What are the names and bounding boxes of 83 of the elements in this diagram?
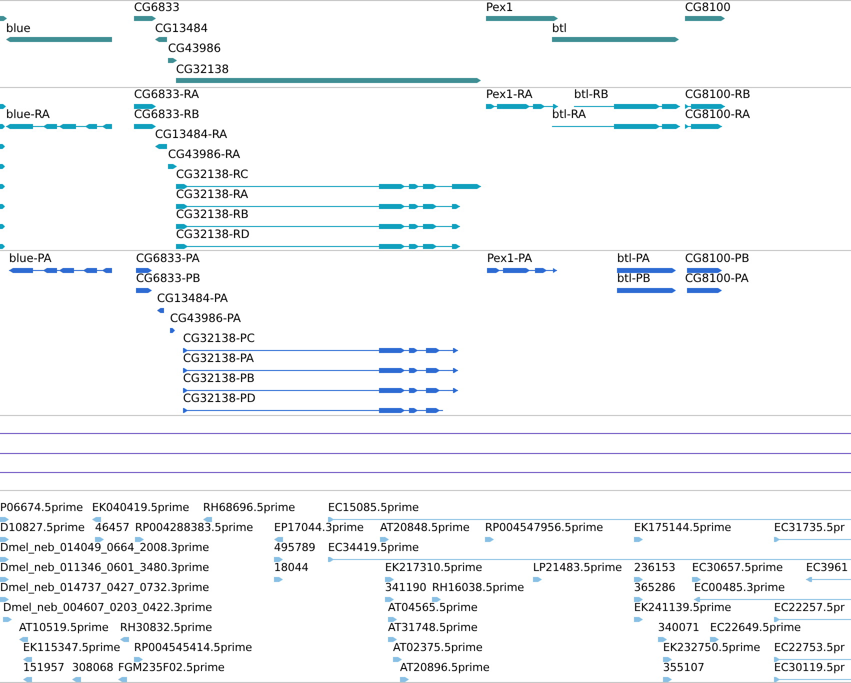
feature-label: CG13484-RA <box>155 128 228 141</box>
feature-label: EP17044.3prime <box>274 521 364 534</box>
feature-label: Pex1 <box>486 1 514 14</box>
feature-label: EC31735.5pr <box>774 521 845 534</box>
feature-label: CG32138-PD <box>183 392 256 405</box>
feature-label: 340071 <box>658 621 700 634</box>
feature-label: CG6833-PA <box>136 252 200 265</box>
feature-label: CG32138-PC <box>183 332 255 345</box>
feature-label: CG32138-RD <box>176 228 250 241</box>
feature-label: CG43986-RA <box>168 148 240 161</box>
feature-label: blue <box>6 22 30 35</box>
feature-label: 355107 <box>663 661 704 674</box>
feature-label: RP004288383.5prime <box>135 521 254 534</box>
feature-label: CG8100-RB <box>685 88 750 101</box>
feature-label: EC34419.5prime <box>328 541 419 554</box>
feature-label: AT31748.5prime <box>388 621 478 634</box>
feature-label: CG13484 <box>155 22 208 35</box>
feature-label: EK040419.5prime <box>92 501 190 514</box>
feature-label: Pex1-PA <box>487 252 532 265</box>
feature-label: EC22257.5pr <box>774 601 845 614</box>
feature-label: FGM235F02.5prime <box>118 661 225 674</box>
feature-label: CG43986 <box>168 42 221 55</box>
feature-label: CG6833-RA <box>134 88 199 101</box>
feature-label: btl-RB <box>574 88 608 101</box>
feature-label: Dmel_neb_004607_0203_0422.3prime <box>3 601 212 614</box>
feature-label: CG32138-PB <box>183 372 254 385</box>
feature-label: D10827.5prime <box>0 521 85 534</box>
feature-label: EK232750.5prime <box>663 641 760 654</box>
feature-label: AT04565.5prime <box>388 601 478 614</box>
feature-label: CG32138 <box>176 63 229 76</box>
feature-label: EK115347.5prime <box>23 641 120 654</box>
feature-label: 18044 <box>274 561 308 574</box>
feature-label: btl-PB <box>617 272 650 285</box>
feature-label: 495789 <box>274 541 316 554</box>
feature-label: CG8100-PB <box>685 252 750 265</box>
feature-label: CG32138-RC <box>176 168 248 181</box>
feature-label: CG32138-PA <box>183 352 254 365</box>
feature-label: 365286 <box>634 581 676 594</box>
feature-label: RH68696.5prime <box>203 501 296 514</box>
feature-label: CG43986-PA <box>170 312 241 325</box>
feature-label: EK175144.5prime <box>634 521 732 534</box>
feature-label: RP004547956.5prime <box>485 521 604 534</box>
feature-label: LP21483.5prime <box>533 561 622 574</box>
feature-label: Pex1-RA <box>486 88 532 101</box>
feature-label: blue-PA <box>9 252 52 265</box>
feature-label: RP004545414.5prime <box>134 641 252 654</box>
feature-label: CG13484-PA <box>157 292 228 305</box>
feature-label: RH30832.5prime <box>120 621 212 634</box>
feature-label: AT10519.5prime <box>19 621 109 634</box>
feature-label: 308068 <box>72 661 114 674</box>
feature-label: CG6833-PB <box>136 272 200 285</box>
feature-label: CG8100-PA <box>685 272 749 285</box>
feature-label: CG8100-RA <box>685 108 750 121</box>
feature-label: CG6833 <box>134 1 180 14</box>
feature-label: AT20896.5prime <box>400 661 490 674</box>
feature-label: 46457 <box>95 521 130 534</box>
feature-label: EK217310.5prime <box>385 561 482 574</box>
feature-label: EC22753.5pr <box>774 641 845 654</box>
feature-label: Dmel_neb_014737_0427_0732.3prime <box>0 581 210 594</box>
feature-label: RH16038.5prime <box>432 581 524 594</box>
feature-label: EC3961 <box>806 561 848 574</box>
feature-label: btl-RA <box>552 108 586 121</box>
feature-label: 236153 <box>634 561 676 574</box>
feature-label: CG6833-RB <box>134 108 200 121</box>
feature-label: 151957 <box>23 661 64 674</box>
feature-label: Dmel_neb_014049_0664_2008.3prime <box>0 541 210 554</box>
feature-label: AT02375.5prime <box>393 641 483 654</box>
feature-label: CG32138-RA <box>176 188 248 201</box>
feature-label: Dmel_neb_011346_0601_3480.3prime <box>0 561 210 574</box>
feature-label: 341190 <box>385 581 426 594</box>
feature-label: btl <box>552 22 567 35</box>
feature-label: EK241139.5prime <box>634 601 732 614</box>
feature-label: EC22649.5prime <box>710 621 801 634</box>
feature-label: EC15085.5prime <box>328 501 419 514</box>
feature-label: blue-RA <box>6 108 50 121</box>
feature-label: P06674.5prime <box>0 501 83 514</box>
feature-label: CG32138-RB <box>176 208 249 221</box>
feature-label: EC00485.3prime <box>694 581 785 594</box>
feature-label: CG8100 <box>685 1 731 14</box>
feature-label: btl-PA <box>617 252 650 265</box>
feature-label: EC30119.5pr <box>774 661 845 674</box>
feature-label: EC30657.5prime <box>692 561 783 574</box>
feature-label: AT20848.5prime <box>380 521 470 534</box>
